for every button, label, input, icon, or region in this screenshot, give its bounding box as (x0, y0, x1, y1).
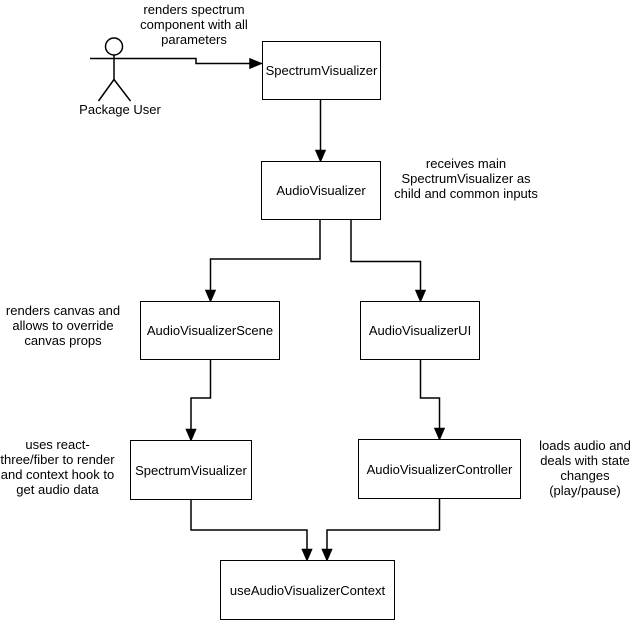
edge-controller-to-context (321, 499, 441, 562)
node-label: SpectrumVisualizer (265, 63, 378, 78)
arrowhead (414, 289, 427, 303)
arrowhead (185, 428, 197, 442)
annotation-receives-main: receives main SpectrumVisualizer as chil… (394, 156, 538, 201)
annotation-react-fiber: uses react- three/fiber to render and co… (0, 437, 115, 497)
arrowhead (321, 548, 333, 562)
arrowhead (301, 548, 313, 562)
node-audiovisualizerscene: AudioVisualizerScene (140, 301, 280, 360)
arrowhead (249, 57, 263, 70)
arrowhead (204, 289, 217, 303)
node-label: AudioVisualizerScene (146, 323, 274, 338)
node-audiovisualizerui: AudioVisualizerUI (360, 301, 480, 360)
edge-spectrum-to-audiovisualizer (314, 100, 327, 163)
node-spectrumvisualizer-inner: SpectrumVisualizer (130, 440, 252, 500)
node-label: AudioVisualizerUI (368, 323, 472, 338)
edge-ui-to-controller (419, 360, 446, 441)
node-useaudiovisualizercontext: useAudioVisualizerContext (220, 560, 395, 620)
actor-head (104, 37, 124, 56)
node-audiovisualizer: AudioVisualizer (261, 161, 381, 220)
arrowhead (314, 149, 327, 163)
annotation-renders-canvas: renders canvas and allows to override ca… (5, 303, 121, 348)
node-spectrumvisualizer-top: SpectrumVisualizer (262, 41, 381, 100)
edge-audiovisualizer-to-ui (350, 220, 427, 303)
arrowhead (433, 427, 446, 441)
edge-actor-to-spectrum (138, 57, 263, 70)
actor-label: Package User (79, 102, 161, 117)
node-label: AudioVisualizerController (366, 461, 513, 477)
actor-legs (97, 79, 132, 102)
actor-icon (90, 37, 138, 102)
annotation-loads-audio: loads audio and deals with state changes… (539, 438, 631, 498)
edge-audiovisualizer-to-scene (204, 220, 321, 303)
annotation-renders-spectrum: renders spectrum component with all para… (140, 2, 248, 47)
node-audiovisualizercontroller: AudioVisualizerController (358, 439, 521, 499)
node-label: SpectrumVisualizer (135, 462, 247, 478)
edge-scene-to-spectrum-inner (185, 360, 212, 442)
node-label: AudioVisualizer (276, 183, 366, 198)
edge-spectrum-inner-to-context (190, 500, 313, 562)
node-label: useAudioVisualizerContext (229, 582, 386, 598)
